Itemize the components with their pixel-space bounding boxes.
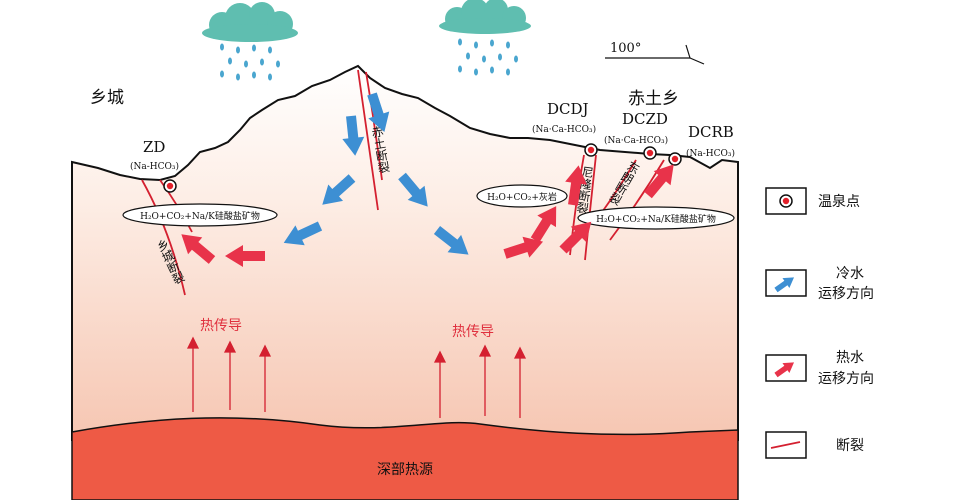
spring-chem-dcdj: (Na·Ca-HCO₃) bbox=[532, 124, 596, 135]
legend-label-hot-2: 运移方向 bbox=[818, 371, 874, 387]
spring-markers bbox=[163, 143, 682, 193]
cloud-right-icon bbox=[439, 0, 531, 76]
fault-line-chitu-a bbox=[357, 69, 379, 211]
fault-legend-icon bbox=[770, 441, 801, 449]
legend-label-fault: 断裂 bbox=[836, 438, 864, 454]
heat-conduction-arrows-right bbox=[433, 344, 527, 418]
spring-name-dczd: DCZD bbox=[622, 110, 668, 128]
orientation-indicator: 100° bbox=[605, 41, 705, 65]
legend-item-fault: 断裂 bbox=[765, 431, 864, 459]
legend-label-cold-1: 冷水 bbox=[836, 266, 864, 282]
heat-conduction-label-right: 热传导 bbox=[452, 324, 494, 340]
reaction-ellipse-right bbox=[577, 206, 735, 230]
spring-name-zd: ZD bbox=[143, 138, 165, 156]
spring-chem-dczd: (Na·Ca-HCO₃) bbox=[604, 135, 668, 146]
spring-chem-dcrb: (Na-HCO₃) bbox=[686, 148, 735, 159]
legend-label-hot-1: 热水 bbox=[836, 350, 864, 366]
fault-line-nilong-b bbox=[584, 154, 597, 261]
legend-label-cold-2: 运移方向 bbox=[818, 286, 874, 302]
reaction-ellipse-left bbox=[122, 203, 278, 227]
spring-name-dcdj: DCDJ bbox=[547, 100, 589, 118]
heat-conduction-arrows-left bbox=[186, 336, 272, 412]
legend-item-hot: 热水 运移方向 bbox=[765, 350, 874, 387]
legend-item-cold: 冷水 运移方向 bbox=[765, 266, 874, 302]
heat-source-layer bbox=[71, 417, 739, 500]
spring-chem-zd: (Na-HCO₃) bbox=[130, 161, 179, 172]
fault-line-donglang-b bbox=[609, 159, 665, 241]
reaction-label-left: H₂O+CO₂+Na/K硅酸盐矿物 bbox=[140, 210, 260, 222]
reaction-label-right: H₂O+CO₂+Na/K硅酸盐矿物 bbox=[596, 213, 716, 225]
spring-name-dcrb: DCRB bbox=[688, 123, 734, 141]
cloud-left-icon bbox=[202, 2, 298, 81]
place-label-xiangcheng: 乡城 bbox=[90, 88, 124, 108]
reaction-label-middle: H₂O+CO₂+灰岩 bbox=[487, 191, 557, 203]
legend-item-spring: 温泉点 bbox=[765, 187, 860, 215]
reaction-ellipse-middle bbox=[476, 184, 568, 208]
legend: 温泉点 冷水 运移方向 热水 运移方向 断裂 bbox=[765, 187, 874, 459]
place-label-chitu: 赤土乡 bbox=[628, 89, 679, 109]
heat-source-label: 深部热源 bbox=[377, 462, 433, 478]
fault-line-xiangcheng bbox=[141, 179, 186, 296]
orientation-label: 100° bbox=[610, 41, 641, 56]
heat-conduction-label-left: 热传导 bbox=[200, 318, 242, 334]
legend-label-spring: 温泉点 bbox=[818, 193, 860, 210]
